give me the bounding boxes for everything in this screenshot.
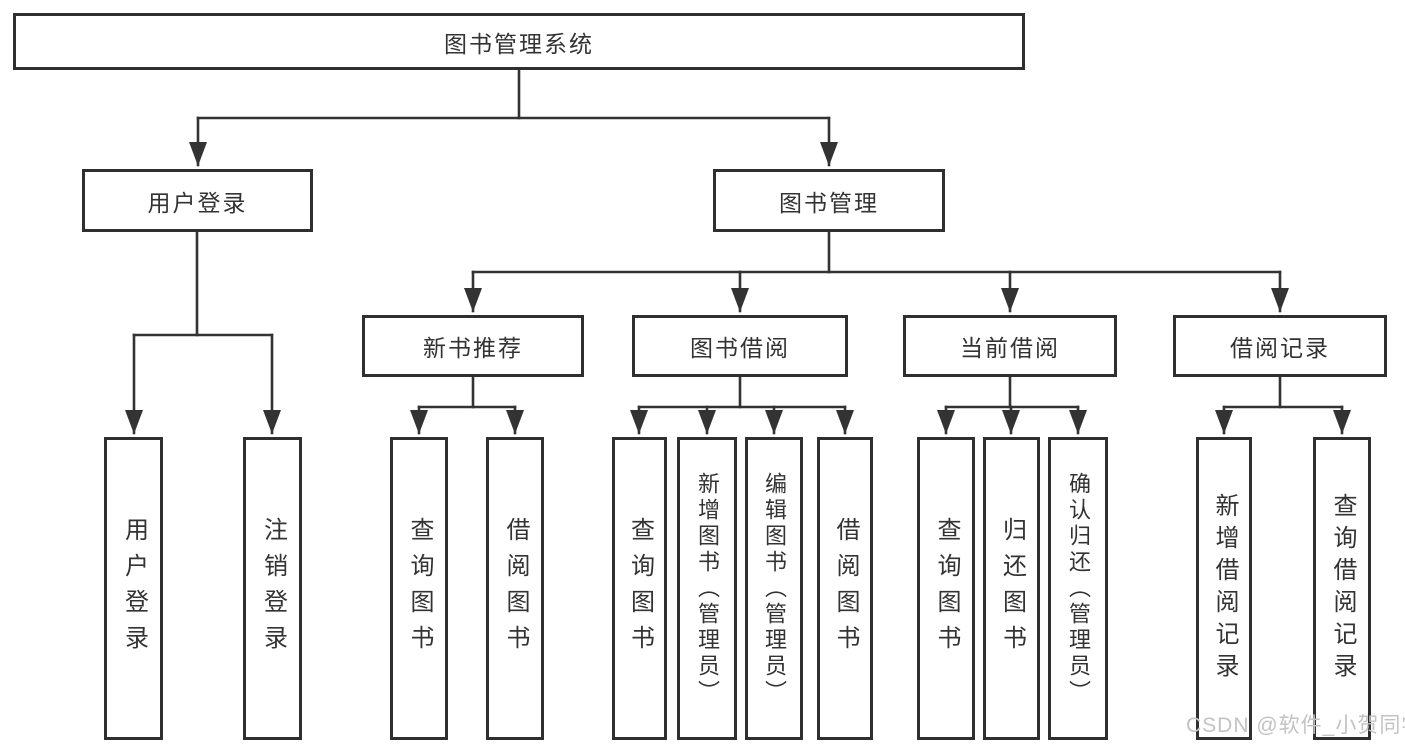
- node-library-management-system: 图书管理系统: [13, 13, 1025, 70]
- node-label: 归还图书: [998, 516, 1026, 661]
- node-label: 查询图书: [933, 516, 960, 661]
- leaf-borrow-books: 借阅图书: [817, 437, 873, 740]
- node-label: 查询图书: [406, 516, 433, 661]
- node-label: 当前借阅: [960, 335, 1060, 361]
- node-label: 确认归还（管理员）: [1066, 471, 1091, 706]
- node-label: 查询图书: [626, 516, 654, 661]
- node-label: 图书管理系统: [444, 30, 594, 57]
- leaf-user-login: 用户登录: [104, 437, 163, 740]
- node-label: 图书借阅: [690, 335, 790, 361]
- leaf-logout: 注销登录: [243, 437, 302, 740]
- node-label: 新增借阅记录: [1211, 492, 1238, 685]
- node-label: 查询借阅记录: [1329, 492, 1356, 685]
- leaf-recommend-query-books: 查询图书: [390, 437, 448, 740]
- leaf-confirm-return-admin: 确认归还（管理员）: [1048, 437, 1108, 740]
- leaf-borrowing-query-books: 查询图书: [612, 437, 667, 740]
- node-new-book-recommend: 新书推荐: [362, 315, 584, 377]
- node-label: 借阅图书: [502, 516, 529, 661]
- node-label: 新增图书（管理员）: [695, 471, 720, 706]
- watermark-text: CSDN @软件_小贺同学: [1186, 714, 1405, 737]
- node-label: 用户登录: [147, 189, 248, 216]
- node-label: 编辑图书（管理员）: [762, 471, 787, 706]
- node-label: 借阅图书: [832, 516, 859, 661]
- node-user-login: 用户登录: [82, 169, 313, 232]
- node-borrowing-records: 借阅记录: [1173, 315, 1387, 377]
- leaf-return-books: 归还图书: [983, 437, 1040, 740]
- leaf-add-books-admin: 新增图书（管理员）: [677, 437, 737, 740]
- node-book-borrowing: 图书借阅: [632, 315, 848, 377]
- node-label: 图书管理: [779, 189, 879, 216]
- node-label: 借阅记录: [1230, 335, 1330, 361]
- node-label: 新书推荐: [423, 335, 523, 361]
- node-book-management: 图书管理: [713, 169, 945, 232]
- leaf-query-borrow-record: 查询借阅记录: [1313, 437, 1371, 740]
- leaf-current-query-books: 查询图书: [917, 437, 975, 740]
- node-label: 注销登录: [259, 516, 287, 661]
- node-label: 用户登录: [120, 516, 148, 661]
- node-current-borrowing: 当前借阅: [903, 315, 1117, 377]
- leaf-add-borrow-record: 新增借阅记录: [1196, 437, 1252, 740]
- leaf-edit-books-admin: 编辑图书（管理员）: [745, 437, 803, 740]
- leaf-recommend-borrow-books: 借阅图书: [486, 437, 544, 740]
